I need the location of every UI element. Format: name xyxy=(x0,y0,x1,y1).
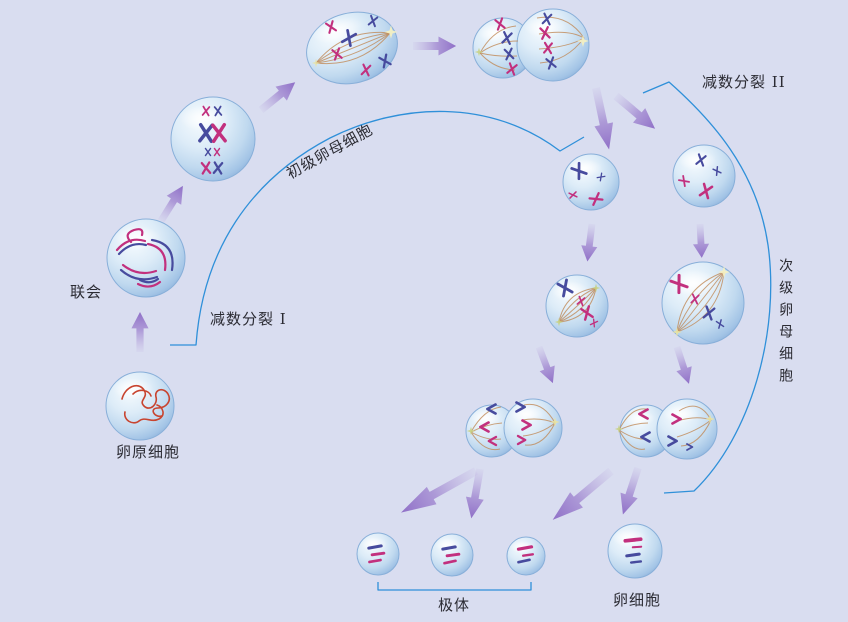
arrow-metaphase2-right-to-anaphase2 xyxy=(669,344,697,387)
metaphase2-right-cell xyxy=(661,261,745,345)
polar-body-1-cell xyxy=(356,532,400,576)
arrow-anaphase1-to-secondary-right xyxy=(609,88,662,137)
arrow-oogonium-to-synapsis xyxy=(131,311,149,352)
meiosis1-primary-oocyte-bracket xyxy=(170,110,585,346)
egg-cell xyxy=(607,523,663,579)
metaphase1-cell xyxy=(306,11,398,85)
meiosis2-label: 减数分裂 II xyxy=(702,73,786,91)
meiosis2-secondary-oocyte-bracket xyxy=(642,81,772,494)
metaphase2-left-cell xyxy=(545,274,609,338)
arrow-metaphase2-left-to-anaphase2 xyxy=(531,344,561,387)
synapsis-label: 联会 xyxy=(70,283,103,301)
anaphase1-cell xyxy=(472,8,590,82)
anaphase2-left-cell xyxy=(465,398,563,458)
chromatin-threads-icon xyxy=(121,384,171,424)
arrow-secondary-right-to-metaphase2 xyxy=(691,223,710,259)
secondary-oocyte-label: 次级卵母细胞 xyxy=(777,258,794,390)
synapsis-cell xyxy=(106,218,186,298)
arrow-to-polar-body-1 xyxy=(396,462,481,522)
anaphase2-right-cell xyxy=(614,398,718,460)
arrow-to-egg-cell xyxy=(614,465,647,518)
paired-chromosomes-icon xyxy=(115,228,174,288)
secondary-oocyte-left-cell xyxy=(562,153,620,211)
polar-body-3-cell xyxy=(506,536,546,576)
egg-cell-label: 卵细胞 xyxy=(613,591,662,609)
arrow-anaphase1-to-secondary-left xyxy=(586,86,619,152)
polar-body-2-cell xyxy=(430,533,474,577)
arrow-to-polar-body-3 xyxy=(546,463,618,528)
meiosis1-label: 减数分裂 I xyxy=(210,310,287,328)
polar-body-label: 极体 xyxy=(438,596,471,614)
oogonium-label: 卵原细胞 xyxy=(116,443,181,461)
spindle-fibers-icon xyxy=(470,403,556,451)
arrow-tetrad-to-metaphase1 xyxy=(255,75,301,118)
arrow-secondary-left-to-metaphase2 xyxy=(579,223,601,263)
arrow-synapsis-to-tetrad xyxy=(153,181,191,226)
tetrad-cell xyxy=(170,96,256,182)
polar-body-bracket xyxy=(377,582,532,591)
oogonium-cell xyxy=(105,371,175,441)
arrow-metaphase1-to-anaphase1 xyxy=(413,36,457,56)
secondary-oocyte-right-cell xyxy=(672,144,736,208)
